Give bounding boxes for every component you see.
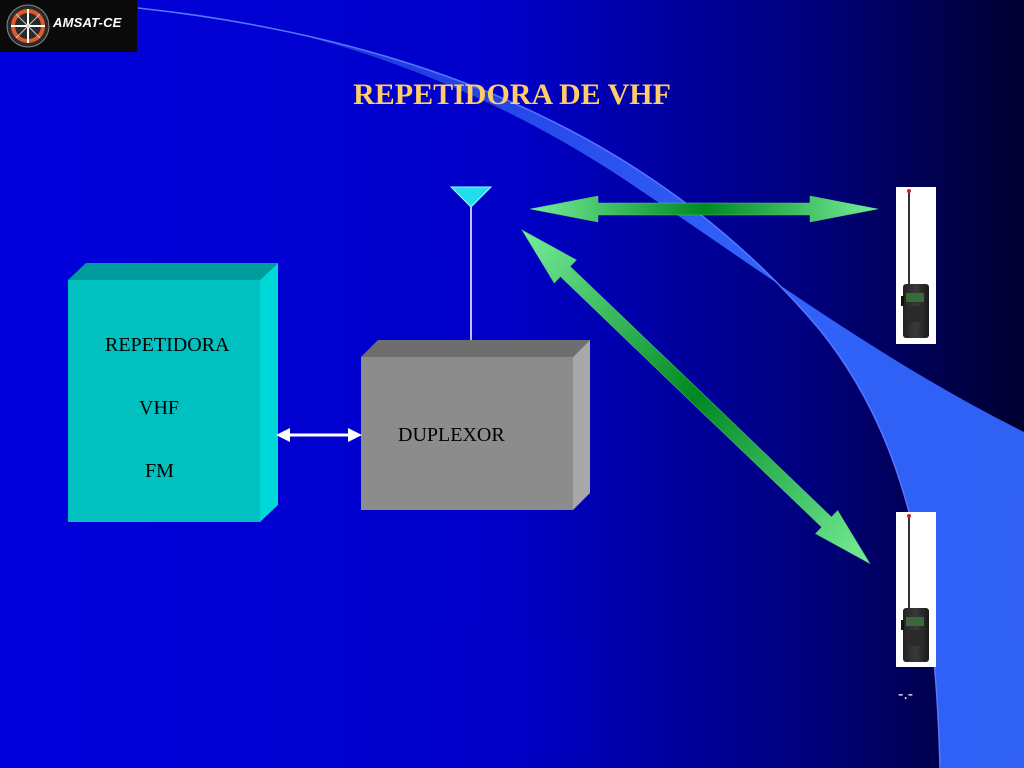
logo-emblem-icon	[6, 4, 50, 48]
repeater-box-front	[68, 280, 260, 522]
logo-text: AMSAT-CE	[53, 15, 122, 30]
duplexer-box	[361, 340, 590, 510]
page-title: REPETIDORA DE VHF	[353, 78, 671, 111]
repeater-box-top	[68, 263, 278, 280]
logo: AMSAT-CE	[0, 0, 137, 52]
duplexer-box-front	[361, 357, 573, 510]
footer-mark: -.-	[898, 686, 914, 703]
repeater-label-line2: VHF	[139, 397, 180, 419]
duplexer-box-top	[361, 340, 590, 357]
radio-handset-icon	[896, 187, 936, 344]
antenna-icon	[449, 186, 493, 340]
duplexer-box-side	[573, 340, 590, 510]
repeater-box	[68, 263, 278, 522]
repeater-label-line1: REPETIDORA	[105, 334, 230, 356]
link-arrow-diagonal	[521, 229, 871, 565]
link-arrow-top	[529, 195, 879, 223]
duplexer-label: DUPLEXOR	[398, 424, 505, 446]
radio-handset-icon	[896, 512, 936, 667]
repeater-box-side	[260, 263, 278, 522]
repeater-duplexer-connector	[276, 428, 362, 442]
repeater-label-line3: FM	[145, 460, 174, 482]
